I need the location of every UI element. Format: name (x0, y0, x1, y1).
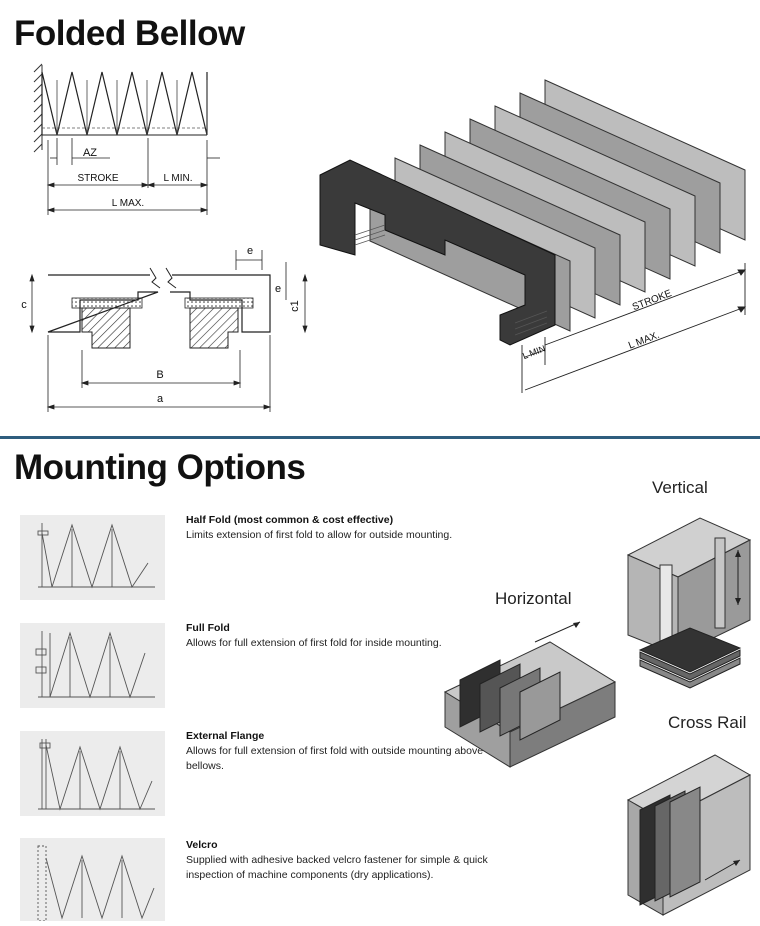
label-az: AZ (83, 147, 97, 159)
iso-label-stroke: STROKE (631, 288, 674, 313)
bellow-cross-section-diagram: e e c c1 B a (21, 245, 308, 412)
option-desc-external-flange: Allows for full extension of first fold … (186, 745, 484, 772)
page-title-folded-bellow: Folded Bellow (14, 14, 245, 53)
label-vertical: Vertical (652, 478, 708, 497)
option-title-half-fold: Half Fold (most common & cost effective) (186, 514, 394, 526)
iso-label-l-max: L MAX. (627, 330, 661, 352)
section-divider (0, 436, 760, 439)
label-horizontal: Horizontal (495, 589, 572, 608)
option-desc-half-fold: Limits extension of first fold to allow … (186, 529, 453, 541)
half-fold-thumbnail (20, 515, 165, 600)
label-e-top: e (247, 245, 253, 257)
bellow-side-profile-diagram: AZ STROKE L MIN. L MAX. (33, 63, 220, 215)
vertical-mount-illustration (626, 517, 752, 689)
label-l-max: L MAX. (112, 198, 144, 209)
velcro-thumbnail (20, 838, 165, 922)
horizontal-mount-illustration (443, 621, 617, 768)
option-desc-velcro: Supplied with adhesive backed velcro fas… (186, 854, 488, 881)
label-c: c (21, 299, 27, 311)
option-title-full-fold: Full Fold (186, 622, 230, 634)
cross-rail-mount-illustration (626, 754, 752, 916)
full-fold-thumbnail (20, 623, 165, 708)
label-b: B (156, 369, 163, 381)
external-flange-thumbnail (20, 731, 165, 816)
option-title-velcro: Velcro (186, 839, 218, 851)
bellow-isometric-illustration: STROKE L MAX. L MIN (319, 79, 746, 393)
iso-label-l-min: L MIN (521, 343, 547, 361)
option-desc-full-fold: Allows for full extension of first fold … (186, 637, 442, 649)
label-cross-rail: Cross Rail (668, 713, 747, 732)
page-title-mounting-options: Mounting Options (14, 448, 306, 487)
label-c1: c1 (289, 300, 301, 312)
label-a: a (157, 393, 164, 405)
label-e-side: e (275, 283, 281, 295)
label-stroke: STROKE (77, 173, 118, 184)
label-l-min: L MIN. (163, 173, 192, 184)
option-title-external-flange: External Flange (186, 730, 265, 742)
